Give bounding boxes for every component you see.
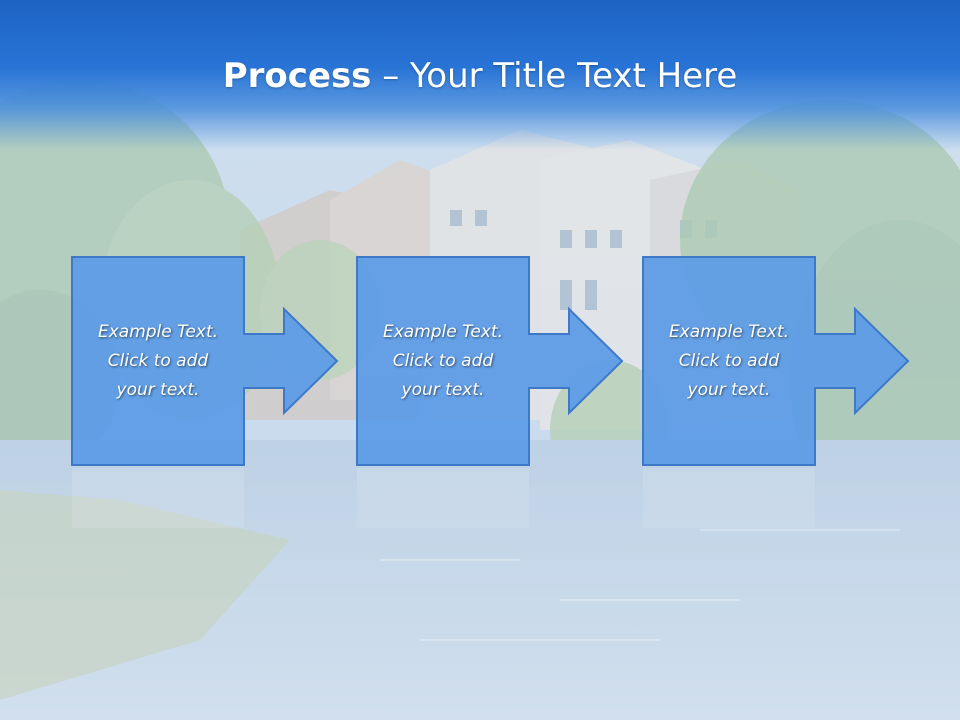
river-bank (0, 490, 290, 700)
slide-title[interactable]: Process – Your Title Text Here (0, 52, 960, 100)
process-step-3[interactable] (642, 256, 910, 466)
step-2-text[interactable]: Example Text. Click to add your text. (382, 321, 504, 400)
title-rest: – Your Title Text Here (371, 56, 738, 96)
process-step-2[interactable] (356, 256, 624, 466)
step-1-text[interactable]: Example Text. Click to add your text. (97, 321, 219, 400)
step-3-text[interactable]: Example Text. Click to add your text. (668, 321, 790, 400)
process-step-1[interactable] (71, 256, 339, 466)
title-band (0, 0, 960, 150)
title-bold: Process (222, 56, 372, 96)
